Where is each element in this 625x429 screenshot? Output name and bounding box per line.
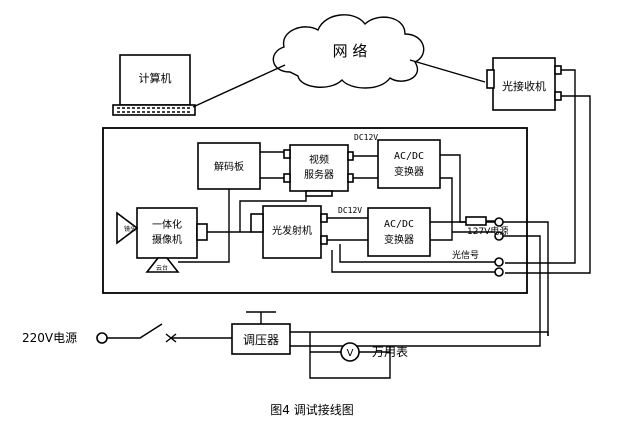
acdc-converter-mid: AC/DC 变换器 DC12V — [338, 206, 431, 257]
svg-text:视频: 视频 — [309, 153, 329, 166]
equipment-enclosure — [102, 127, 528, 294]
optical-transmitter: 光发射机 — [250, 205, 328, 259]
fuse — [465, 216, 487, 226]
computer-label: 计算机 — [139, 71, 172, 85]
computer-network-link — [192, 64, 286, 108]
lens-icon — [116, 211, 139, 245]
ptz-label: 云台 — [156, 264, 168, 272]
multimeter: V 万用表 — [310, 342, 408, 362]
decoder-board: 解码板 — [197, 142, 261, 190]
svg-text:变换器: 变换器 — [384, 233, 414, 246]
optical-receiver: 光接收机 — [486, 57, 562, 111]
voltage-regulator: 调压器 — [231, 311, 291, 355]
power-220v-terminal — [96, 332, 108, 344]
acdc-converter-top: AC/DC 变换器 DC12V — [354, 133, 441, 189]
svg-text:AC/DC: AC/DC — [384, 219, 414, 230]
optical-receiver-label: 光接收机 — [502, 79, 546, 93]
figure-caption: 图4 调试接线图 — [270, 402, 353, 417]
decoder-label: 解码板 — [214, 160, 244, 173]
svg-text:服务器: 服务器 — [304, 168, 334, 181]
video-server: 视频 服务器 — [283, 144, 354, 197]
optical-tx-label: 光发射机 — [272, 224, 312, 237]
svg-text:AC/DC: AC/DC — [394, 151, 424, 162]
multimeter-label: 万用表 — [372, 345, 408, 359]
optical-signal-label: 光信号 — [452, 249, 479, 261]
svg-text:一体化: 一体化 — [152, 218, 182, 231]
optical-terminal-b — [494, 267, 504, 277]
power-127v-label: 127V电源 — [467, 225, 508, 237]
dc12v-mid-label: DC12V — [338, 206, 362, 215]
network-cloud: 网 络 — [272, 14, 425, 89]
dc12v-top-label: DC12V — [354, 133, 378, 142]
lens-label: 镜头 — [124, 225, 136, 233]
computer: 计算机 — [112, 54, 196, 116]
optical-terminal-a — [494, 257, 504, 267]
power-220v-label: 220V电源 — [22, 331, 77, 345]
network-receiver-link — [409, 59, 486, 83]
ptz-icon — [145, 257, 180, 273]
svg-text:V: V — [347, 348, 354, 359]
network-label: 网 络 — [333, 42, 368, 60]
terminal-127v-a — [494, 217, 504, 227]
regulator-label: 调压器 — [243, 333, 279, 347]
svg-text:变换器: 变换器 — [394, 165, 424, 178]
svg-text:摄像机: 摄像机 — [152, 233, 182, 246]
